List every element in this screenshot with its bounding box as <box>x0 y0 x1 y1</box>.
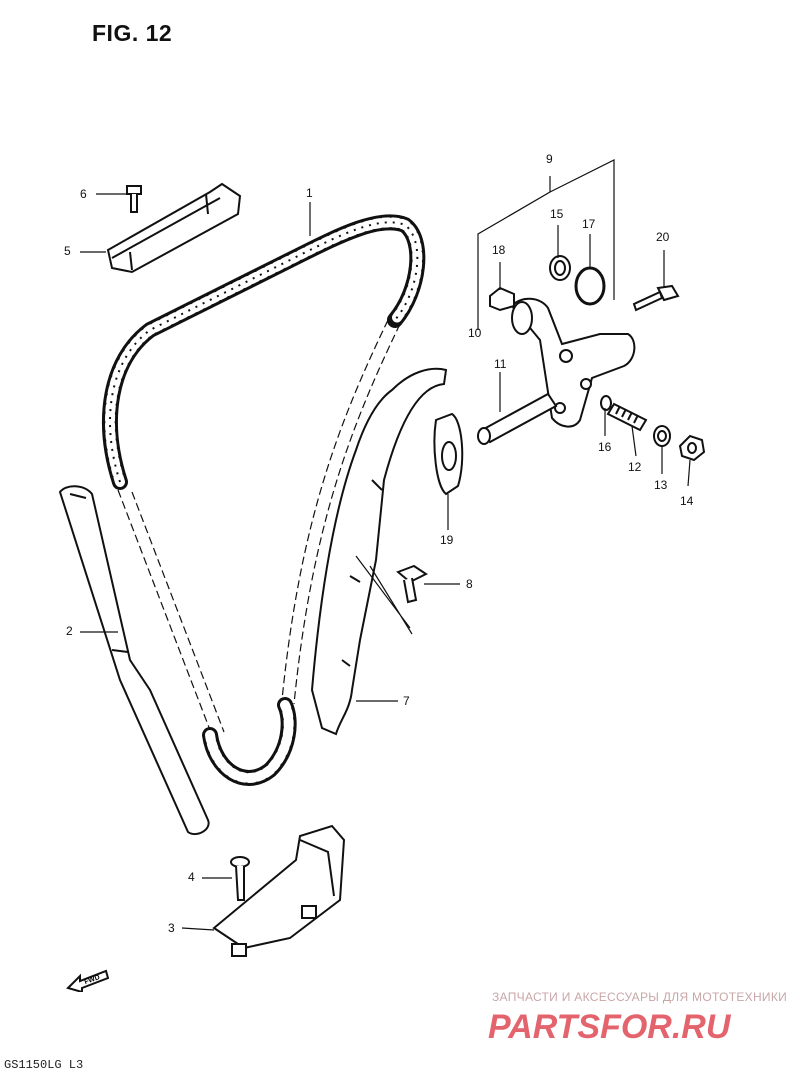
callout-10: 10 <box>468 326 482 340</box>
callout-8: 8 <box>466 577 473 591</box>
guide-bracket-lower <box>212 824 346 957</box>
spring-12 <box>606 402 648 432</box>
callout-11: 11 <box>494 357 507 371</box>
watermark-logo: PARTSFOR.RU <box>488 1006 788 1051</box>
chain-guide-upper <box>106 182 242 274</box>
oring-17 <box>574 266 606 306</box>
fwd-arrow-icon: FWD <box>66 966 112 997</box>
watermark-caption: ЗАПЧАСТИ И АКСЕССУАРЫ ДЛЯ МОТОТЕХНИКИ <box>492 990 788 1004</box>
leader-lines <box>80 159 691 931</box>
gasket-19 <box>433 412 464 496</box>
bolt-4 <box>230 856 250 901</box>
callout-3: 3 <box>168 921 175 935</box>
callout-1: 1 <box>306 186 313 200</box>
chain-tensioner-guide-rear <box>58 485 210 836</box>
bolt-8 <box>396 564 428 604</box>
callout-6: 6 <box>80 187 87 201</box>
figure-title: FIG. 12 <box>92 20 173 46</box>
model-code: GS1150LG L3 <box>4 1058 84 1072</box>
callout-9: 9 <box>546 152 553 166</box>
callout-18: 18 <box>492 243 506 257</box>
washer-16 <box>600 395 612 411</box>
callout-5: 5 <box>64 244 71 258</box>
watermark-logo-text: PARTSFOR.RU <box>488 1008 732 1046</box>
oring-15 <box>549 255 571 281</box>
tensioner-pushrod <box>477 392 558 445</box>
callout-20: 20 <box>656 230 670 244</box>
callout-7: 7 <box>403 694 410 708</box>
bolt-20 <box>632 284 680 312</box>
chain-guide-front <box>310 367 448 736</box>
callout-16: 16 <box>598 440 612 454</box>
callout-12: 12 <box>628 460 642 474</box>
washer-13 <box>653 425 671 447</box>
cam-chain <box>102 214 426 786</box>
bolt-6 <box>126 185 142 213</box>
callout-2: 2 <box>66 624 73 638</box>
callout-14: 14 <box>680 494 694 508</box>
callout-17: 17 <box>582 217 596 231</box>
callout-15: 15 <box>550 207 564 221</box>
callout-4: 4 <box>188 870 195 884</box>
callout-13: 13 <box>654 478 668 492</box>
callout-19: 19 <box>440 533 454 547</box>
tensioner-body <box>510 297 636 428</box>
nut-14 <box>678 434 706 462</box>
nut-18 <box>489 286 515 312</box>
